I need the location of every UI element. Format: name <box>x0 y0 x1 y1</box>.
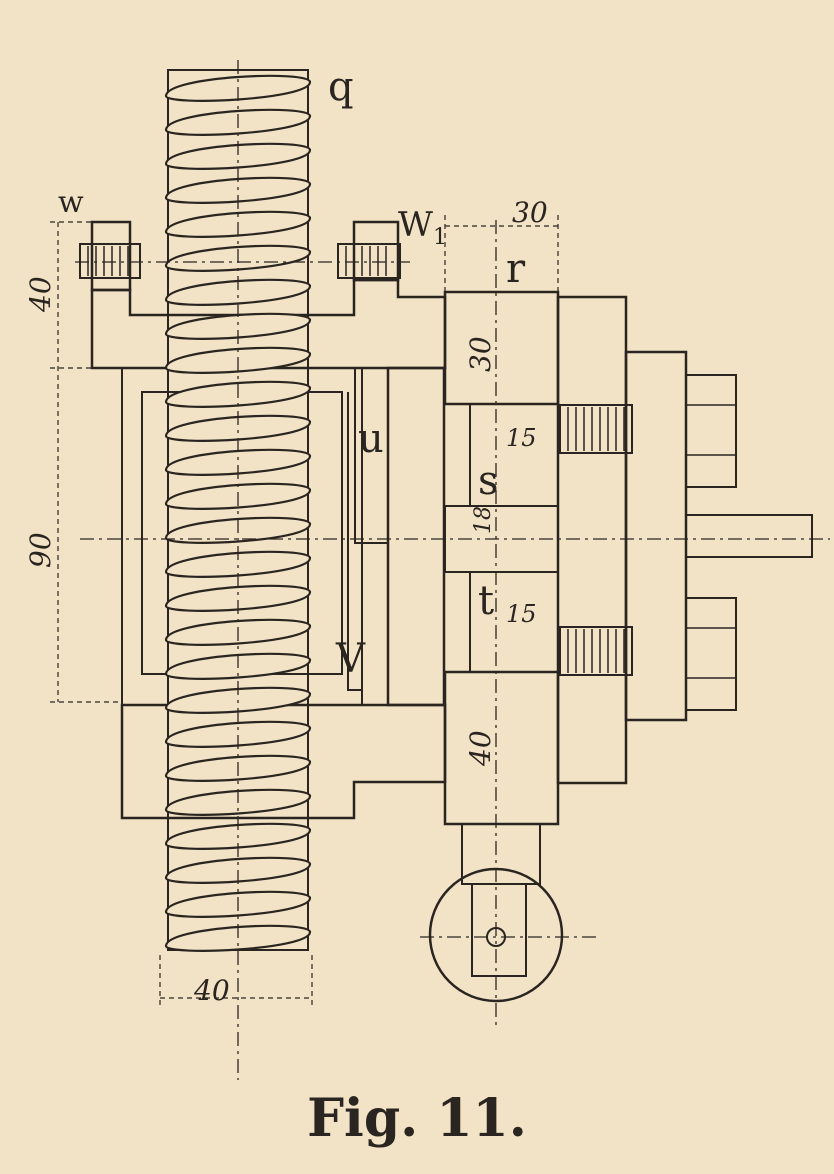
center-lines <box>75 60 830 1080</box>
spring-coil <box>164 550 312 578</box>
figure-caption: Fig. 11. <box>307 1088 527 1149</box>
dim-left-40: 40 <box>24 276 57 313</box>
label-w1: W1 <box>398 205 447 250</box>
spring-coil <box>164 584 312 612</box>
dim-left-90: 90 <box>24 532 57 568</box>
dim-top-right-30: 30 <box>512 196 548 229</box>
label-q: q <box>328 64 354 110</box>
label-s: s <box>478 458 499 504</box>
spring-coil <box>164 142 312 170</box>
label-t: t <box>478 578 494 624</box>
spring-coil <box>164 278 312 306</box>
dim-s-15: 15 <box>506 424 537 452</box>
spring-coil <box>164 414 312 442</box>
dimension-lines <box>50 215 560 1006</box>
nut-block-right <box>337 220 401 282</box>
label-r: r <box>506 246 526 292</box>
bolt-upper <box>559 374 737 488</box>
dim-bottom-40: 40 <box>193 974 230 1007</box>
spring-coil <box>164 312 312 340</box>
spring-coil <box>164 720 312 748</box>
spring-coil <box>164 448 312 476</box>
dim-t-15: 15 <box>506 600 537 628</box>
dim-block-40: 40 <box>464 730 497 767</box>
part-labels: q w W1 r u s t V <box>58 64 526 682</box>
dimension-numbers: 30 40 90 30 15 18 15 40 40 <box>24 196 548 1007</box>
dim-block-30: 30 <box>464 336 497 372</box>
nut-block-left <box>79 220 141 292</box>
label-v: V <box>335 636 366 682</box>
spring-coil <box>164 176 312 204</box>
side-plate <box>386 366 446 707</box>
slide-bar <box>443 290 560 885</box>
spring-coil <box>164 924 312 952</box>
label-u: u <box>358 416 384 462</box>
label-w: w <box>58 185 84 220</box>
dim-mid-18: 18 <box>471 506 496 534</box>
bolt-lower <box>559 597 737 711</box>
